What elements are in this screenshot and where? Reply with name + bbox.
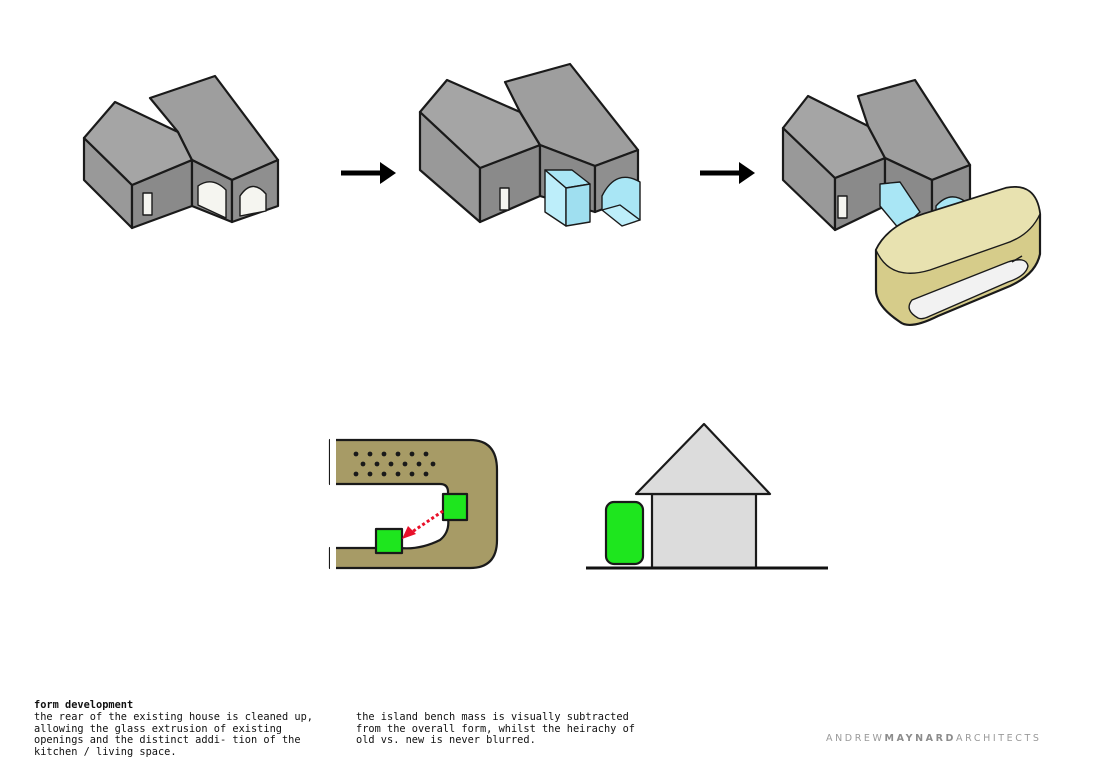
brand-part-3: ARCHITECTS <box>956 733 1042 744</box>
caption-heading: form development <box>34 699 134 711</box>
bench-plan-sketch <box>328 438 499 570</box>
dot-grid <box>353 451 436 477</box>
subtraction-arrow <box>411 509 444 534</box>
caption-column-2: the island bench mass is visually subtra… <box>356 711 635 746</box>
section-elevation-sketch <box>586 422 828 570</box>
existing-house-sketch <box>82 74 280 230</box>
arrow-right-icon <box>700 162 755 184</box>
brand-part-1: ANDREW <box>826 733 885 744</box>
architect-logo: ANDREWMAYNARDARCHITECTS <box>826 733 1071 744</box>
brand-part-2: MAYNARD <box>884 733 957 744</box>
arrow-right-icon <box>341 162 396 184</box>
caption-column-1: the rear of the existing house is cleane… <box>34 711 313 758</box>
glass-extrusion-sketch <box>418 62 641 227</box>
house-with-addition-sketch <box>781 78 1042 327</box>
